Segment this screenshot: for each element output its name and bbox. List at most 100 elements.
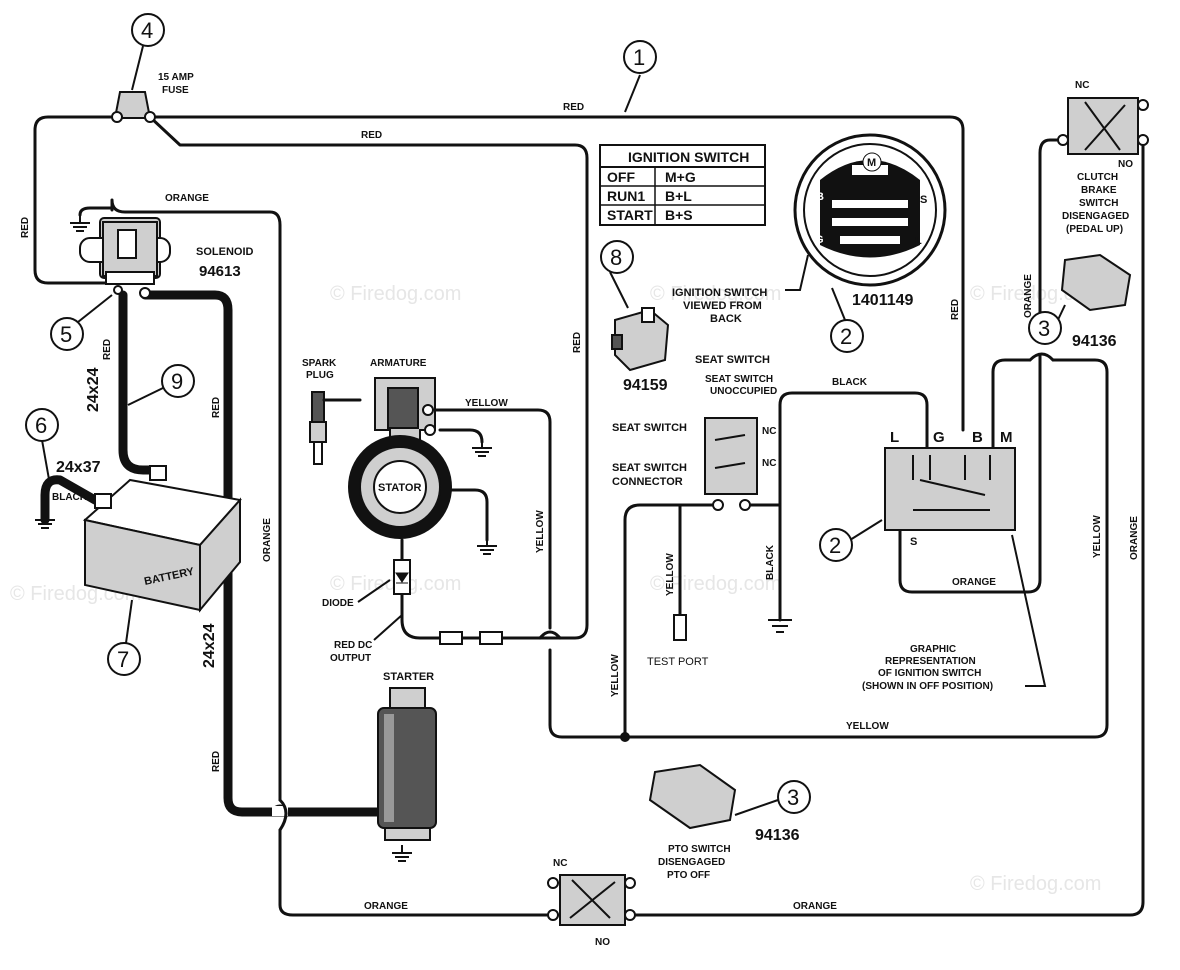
red-wire-left: [33, 115, 120, 285]
pto-caption: PTO SWITCH: [668, 844, 731, 855]
wire-label: ORANGE: [165, 193, 209, 204]
ignition-graphic-caption: (SHOWN IN OFF POSITION): [862, 681, 993, 692]
ground-icon: [392, 845, 412, 862]
terminal-label: S: [920, 194, 927, 206]
ignition-back-caption: BACK: [710, 313, 742, 325]
solenoid-label: SOLENOID: [196, 246, 254, 258]
yellow-wire-ign: [991, 358, 1032, 452]
terminal-label: L: [915, 235, 922, 247]
watermark: © Firedog.com: [650, 283, 781, 305]
ignition-switch-back: M B S G L 1401149 IGNITION SWITCH VIEWED…: [672, 133, 947, 325]
ignition-part-number: 1401149: [852, 292, 914, 309]
diode-label: DIODE: [322, 598, 354, 609]
terminal-label: M: [867, 157, 876, 169]
fuse-label: FUSE: [162, 85, 189, 96]
callout-number: 3: [1038, 316, 1050, 341]
spark-plug-label: PLUG: [306, 370, 334, 381]
wire-label: RED: [20, 217, 31, 238]
starter-label: STARTER: [383, 671, 434, 683]
battery-negative-cable-size: 24x37: [56, 459, 101, 476]
seat-switch-heading: SEAT SWITCH: [695, 354, 770, 366]
ground-icon: [477, 540, 497, 555]
battery-positive-cable: [118, 290, 163, 475]
fuse-label: 15 AMP: [158, 72, 194, 83]
black-wire-seat: [743, 391, 929, 507]
ignition-table-conn: B+S: [665, 207, 693, 223]
ignition-switch-table: IGNITION SWITCH OFF M+G RUN1 B+L START B…: [599, 144, 766, 226]
ignition-table-pos: START: [607, 207, 653, 223]
ground-icon: [35, 519, 55, 529]
terminal-label: L: [890, 429, 899, 446]
watermark: © Firedog.com: [650, 573, 781, 595]
clutch-part-number: 94136: [1072, 333, 1117, 350]
wire-label: YELLOW: [535, 510, 546, 553]
starter-cable-size: 24x24: [201, 623, 218, 668]
ground-icon: [472, 442, 492, 457]
ignition-graphic-caption: OF IGNITION SWITCH: [878, 668, 981, 679]
battery-negative-wire-color: BLACK: [52, 492, 88, 503]
red-wire-top: [148, 115, 965, 432]
wire-label: ORANGE: [262, 518, 273, 562]
wire-label: YELLOW: [465, 398, 508, 409]
ignition-graphic-caption: REPRESENTATION: [885, 656, 976, 667]
wire-label: ORANGE: [952, 577, 996, 588]
wires: [33, 115, 1145, 917]
clutch-caption: DISENGAGED: [1062, 211, 1129, 222]
watermark: © Firedog.com: [970, 873, 1101, 895]
callout-number: 3: [787, 785, 799, 810]
red-wire-second: [148, 115, 589, 640]
pto-caption: DISENGAGED: [658, 857, 725, 868]
ground-symbols: [35, 215, 792, 862]
armature-label: ARMATURE: [370, 358, 427, 369]
crossing-hop: [278, 798, 288, 832]
clutch-caption: (PEDAL UP): [1066, 224, 1123, 235]
spark-plug-label: SPARK: [302, 358, 337, 369]
clutch-brake-switch: NC NO CLUTCH BRAKE SWITCH DISENGAGED (PE…: [1057, 80, 1149, 350]
yellow-wire-seat: [623, 503, 720, 739]
callout-number: 2: [829, 533, 841, 558]
wire-label: RED: [211, 751, 222, 772]
test-port: TEST PORT: [647, 614, 709, 668]
wire-label: ORANGE: [1129, 516, 1140, 560]
wire-label: YELLOW: [665, 553, 676, 596]
wire-label: RED: [361, 130, 382, 141]
clutch-no-label: NO: [1118, 159, 1133, 170]
wire-label: RED: [563, 102, 584, 113]
wire-label: RED: [102, 339, 113, 360]
ignition-table-conn: M+G: [665, 169, 696, 185]
clutch-nc-label: NC: [1075, 80, 1089, 91]
wire-label: YELLOW: [1092, 515, 1103, 558]
wire-label: ORANGE: [793, 901, 837, 912]
wire-label: ORANGE: [1023, 274, 1034, 318]
wire-label: BLACK: [765, 544, 776, 580]
orange-wire-left: [110, 198, 282, 802]
junction-dot: [620, 732, 630, 742]
wire-label: RED: [572, 332, 583, 353]
fuse: 15 AMP FUSE: [111, 72, 194, 123]
crossing-hop: [1028, 352, 1055, 362]
pto-caption: PTO OFF: [667, 870, 710, 881]
ignition-table-conn: B+L: [665, 188, 692, 204]
ignition-graphic-caption: GRAPHIC: [910, 644, 956, 655]
terminal-label: G: [933, 429, 945, 446]
ignition-table-title: IGNITION SWITCH: [628, 149, 749, 165]
clutch-caption: SWITCH: [1079, 198, 1118, 209]
pto-switch: 94136 PTO SWITCH DISENGAGED PTO OFF NC N…: [547, 763, 800, 948]
crossing-hop: [538, 630, 562, 640]
seat-switch-state: UNOCCUPIED: [710, 386, 777, 397]
seat-switch-connector-label: CONNECTOR: [612, 476, 683, 488]
wire-label: ORANGE: [364, 901, 408, 912]
pto-part-number: 94136: [755, 827, 800, 844]
callout-number: 4: [141, 18, 153, 43]
red-dc-label: OUTPUT: [330, 653, 371, 664]
callout-number: 2: [840, 324, 852, 349]
ignition-table-pos: OFF: [607, 169, 635, 185]
seat-switch-nc: NC: [762, 458, 776, 469]
watermarks: © Firedog.com © Firedog.com © Firedog.co…: [10, 283, 1101, 895]
clutch-caption: CLUTCH: [1077, 172, 1118, 183]
wire-label: RED: [950, 299, 961, 320]
callout-number: 6: [35, 413, 47, 438]
seat-switch-connector-label: SEAT SWITCH: [612, 462, 687, 474]
battery: BATTERY 24x24 24x37 BLACK: [52, 367, 242, 613]
